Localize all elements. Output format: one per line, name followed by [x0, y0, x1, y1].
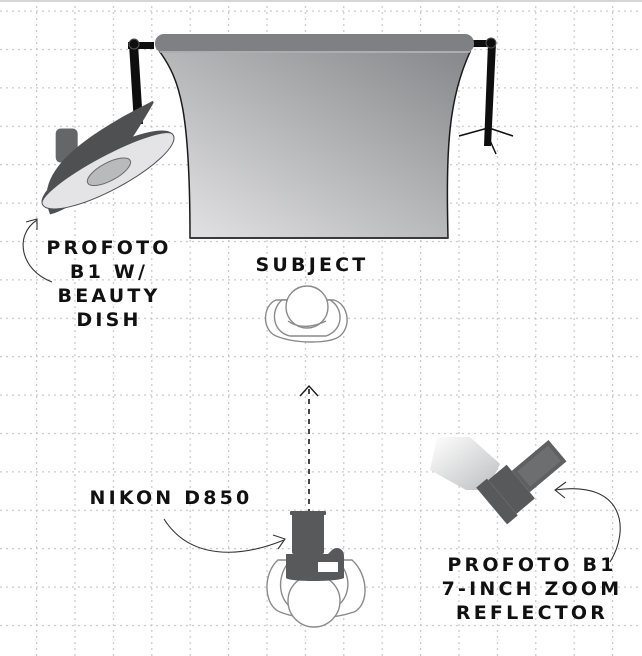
right-light-stand: [458, 37, 514, 155]
beauty-dish-label: PROFOTO B1 W/ BEAUTY DISH: [46, 237, 172, 331]
camera-pointer-arrow: [163, 518, 286, 553]
subject-label: SUBJECT: [255, 254, 369, 276]
left-light-stand: [128, 38, 154, 124]
backdrop-paper: [155, 34, 474, 239]
camera-icon: [286, 511, 344, 581]
zoom-reflector-icon: [430, 437, 567, 525]
zoom-reflector-label: PROFOTO B1 7-INCH ZOOM REFLECTOR: [441, 554, 623, 624]
zoom-reflector-pointer-arrow: [554, 481, 621, 563]
top-border: [0, 0, 642, 2]
camera-direction-arrow: [299, 384, 319, 512]
camera-label: NIKON D850: [89, 487, 253, 509]
subject-person-icon: [264, 285, 348, 343]
beauty-dish-pointer-arrow: [22, 218, 53, 283]
beauty-dish-icon: [41, 100, 175, 215]
